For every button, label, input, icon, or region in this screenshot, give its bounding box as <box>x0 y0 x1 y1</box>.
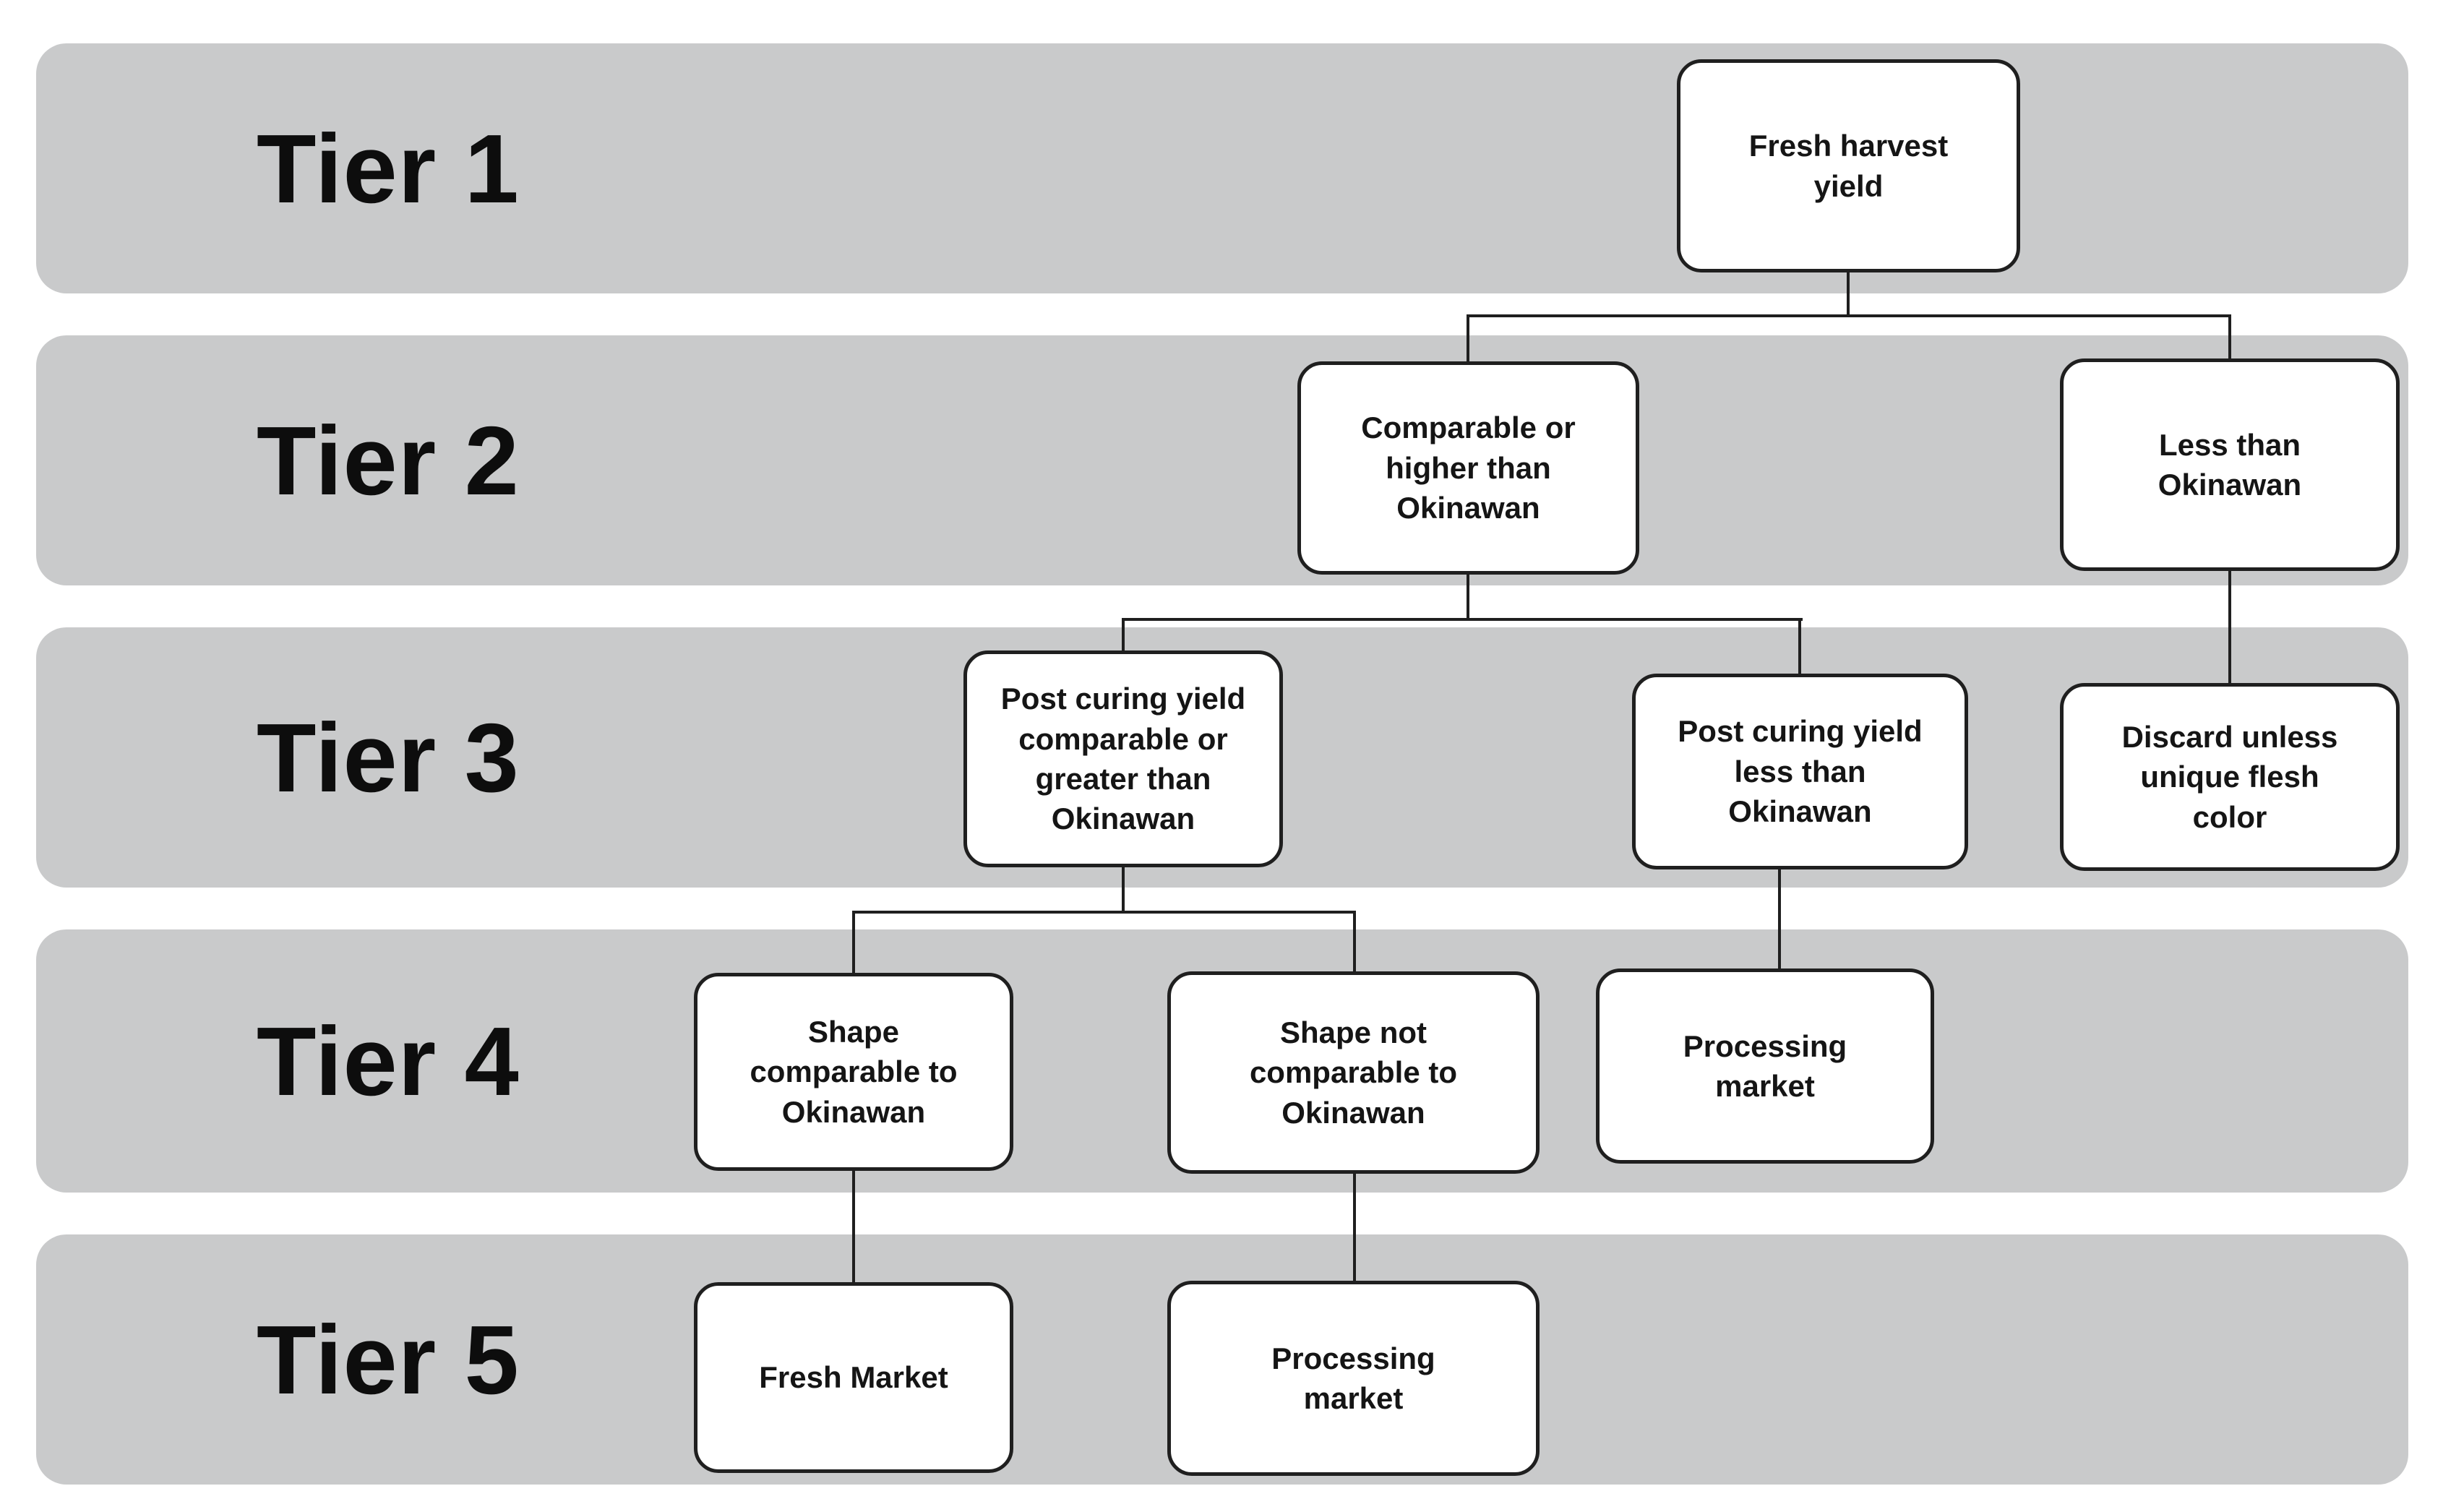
edge-shape-comparable-to-fresh-market <box>852 1171 855 1284</box>
node-post-curing-comparable: Post curing yield comparable or greater … <box>963 650 1283 867</box>
tier-label-1: Tier 1 <box>257 113 520 223</box>
node-fresh-market: Fresh Market <box>694 1282 1013 1473</box>
edge-less-than-to-discard <box>2228 571 2231 685</box>
tier-label-5: Tier 5 <box>257 1305 520 1414</box>
node-processing-market-tier4: Processing market <box>1596 968 1934 1164</box>
node-fresh-harvest-yield: Fresh harvest yield <box>1677 59 2020 272</box>
edge-shape-not-comparable-to-processing <box>1353 1174 1356 1282</box>
edge-tier2-crossbar <box>1467 314 2231 317</box>
node-post-curing-less: Post curing yield less than Okinawan <box>1632 674 1968 869</box>
node-shape-comparable: Shape comparable to Okinawan <box>694 973 1013 1171</box>
tier-label-4: Tier 4 <box>257 1006 520 1116</box>
edge-post-curing-less-to-processing <box>1778 869 1781 971</box>
edge-to-comparable-or-higher <box>1467 316 1469 364</box>
node-comparable-or-higher: Comparable or higher than Okinawan <box>1297 361 1639 575</box>
tier-label-3: Tier 3 <box>257 703 520 812</box>
edge-post-curing-comparable-stem <box>1122 867 1125 914</box>
edge-to-post-curing-comparable <box>1122 619 1125 653</box>
node-processing-market-tier5: Processing market <box>1167 1281 1540 1476</box>
edge-tier3-crossbar <box>1122 618 1803 621</box>
edge-to-shape-not-comparable <box>1353 912 1356 974</box>
edge-fresh-harvest-stem <box>1847 272 1850 317</box>
tier-band-1: Tier 1 <box>36 43 2408 293</box>
edge-to-less-than <box>2228 316 2231 361</box>
tier-label-2: Tier 2 <box>257 405 520 515</box>
tier-band-2: Tier 2 <box>36 335 2408 585</box>
edge-tier4-crossbar <box>852 911 1356 914</box>
node-discard-unless-unique: Discard unless unique flesh color <box>2060 683 2400 871</box>
node-shape-not-comparable: Shape not comparable to Okinawan <box>1167 971 1540 1174</box>
edge-to-post-curing-less <box>1798 619 1801 676</box>
edge-comparable-stem <box>1467 575 1469 621</box>
node-less-than-okinawan: Less than Okinawan <box>2060 358 2400 571</box>
edge-to-shape-comparable <box>852 912 855 976</box>
